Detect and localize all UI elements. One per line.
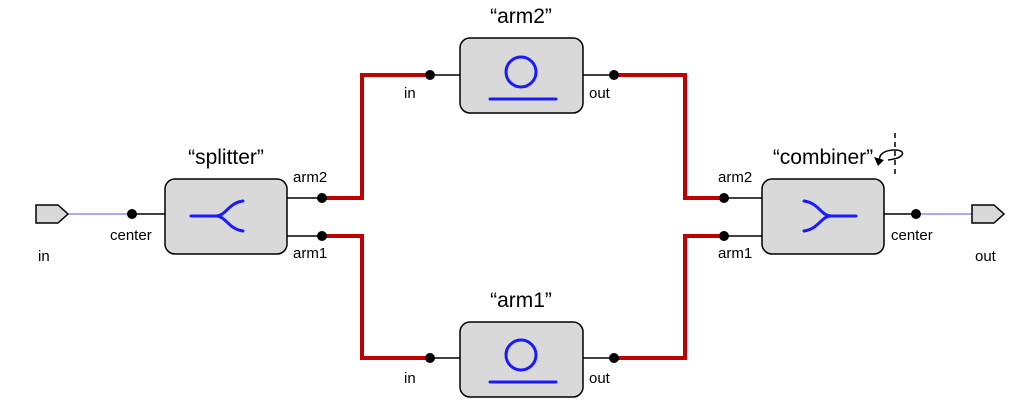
- mirror-flip-icon: [874, 133, 904, 176]
- splitter-arm2-port[interactable]: [317, 193, 327, 203]
- arm2-block-body[interactable]: [459, 37, 584, 114]
- combiner-block[interactable]: [761, 178, 885, 255]
- wire-splitter-arm2-to-arm2-in: [322, 73, 430, 200]
- splitter-center-port[interactable]: [127, 209, 137, 219]
- ring-resonator-icon: [488, 338, 558, 384]
- output-terminal-label: out: [975, 248, 997, 265]
- arm1-block[interactable]: [459, 321, 584, 398]
- combiner-center-port[interactable]: [911, 209, 921, 219]
- wire-splitter-arm1-to-arm1-in: [322, 234, 430, 360]
- wire-arm1-out-to-combiner-arm1: [614, 234, 724, 360]
- arm1-out-port[interactable]: [609, 353, 619, 363]
- arm2-in-label: in: [404, 85, 416, 102]
- combiner-arm1-port[interactable]: [719, 231, 729, 241]
- output-terminal[interactable]: [971, 204, 1006, 224]
- wire-arm2-out-to-combiner-arm2: [614, 73, 724, 200]
- splitter-arm1-label: arm1: [293, 245, 327, 262]
- input-terminal-label: in: [38, 248, 50, 265]
- combiner-arm2-label: arm2: [718, 169, 752, 186]
- input-terminal[interactable]: [35, 204, 70, 224]
- y-combiner-icon: [802, 199, 858, 233]
- splitter-block[interactable]: [164, 178, 288, 255]
- y-splitter-icon: [189, 199, 245, 233]
- arm2-block[interactable]: [459, 37, 584, 114]
- combiner-block-body[interactable]: [761, 178, 885, 255]
- arm2-out-port[interactable]: [609, 70, 619, 80]
- arm2-out-label: out: [589, 85, 611, 102]
- arm1-out-label: out: [589, 370, 611, 387]
- combiner-center-label: center: [891, 227, 933, 244]
- splitter-arm2-label: arm2: [293, 169, 327, 186]
- splitter-block-title: “splitter”: [188, 146, 264, 169]
- splitter-arm1-port[interactable]: [317, 231, 327, 241]
- arm1-block-title: “arm1”: [490, 289, 552, 312]
- combiner-arm2-port[interactable]: [719, 193, 729, 203]
- ring-resonator-icon: [488, 55, 558, 101]
- combiner-block-title: “combiner”: [773, 146, 873, 169]
- combiner-arm1-label: arm1: [718, 245, 752, 262]
- splitter-block-body[interactable]: [164, 178, 288, 255]
- arm2-block-title: “arm2”: [490, 5, 552, 28]
- arm2-in-port[interactable]: [425, 70, 435, 80]
- arm1-in-label: in: [404, 370, 416, 387]
- arm1-in-port[interactable]: [425, 353, 435, 363]
- arm1-block-body[interactable]: [459, 321, 584, 398]
- splitter-center-label: center: [110, 227, 152, 244]
